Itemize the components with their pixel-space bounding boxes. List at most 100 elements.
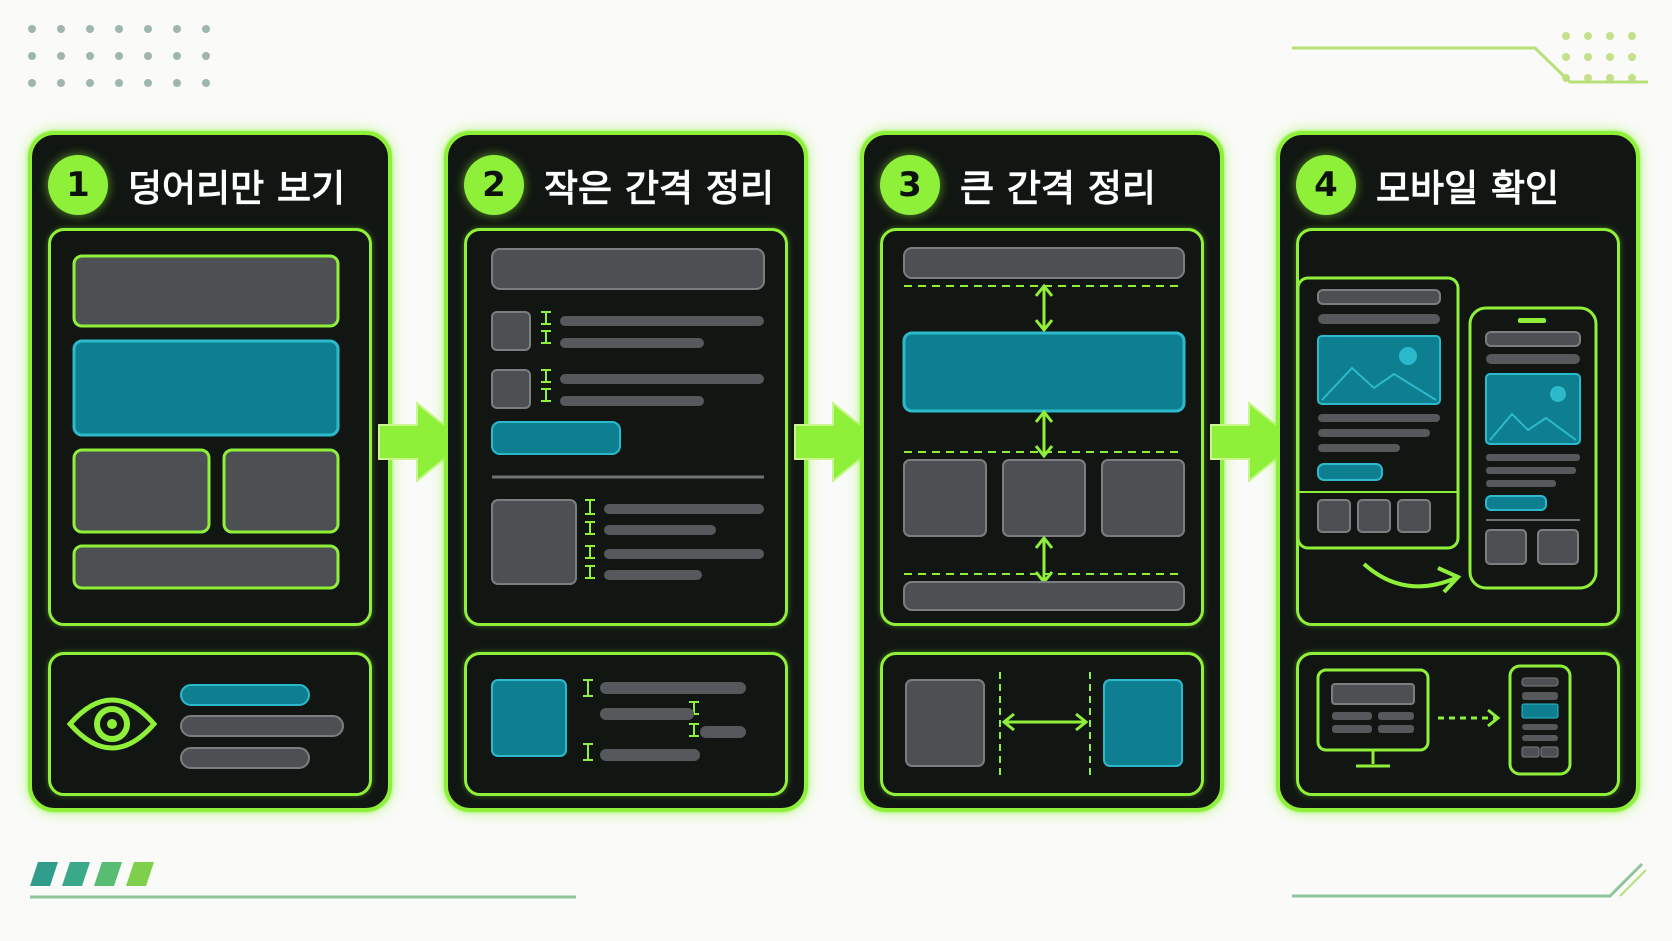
spacing-marker-icon xyxy=(585,499,595,579)
vertical-double-arrow-icon xyxy=(1034,535,1054,585)
card-block xyxy=(903,459,987,537)
tablet-layout-preview xyxy=(1296,276,1460,550)
decorative-dot xyxy=(1584,53,1592,61)
content-block-left xyxy=(72,448,211,534)
decorative-dot xyxy=(28,25,36,33)
text-line-bar xyxy=(604,504,764,514)
desktop-monitor-icon xyxy=(1316,668,1430,768)
step-card-3: 3 큰 간격 정리 xyxy=(860,131,1224,812)
text-line-bar xyxy=(600,682,746,694)
thumbnail-block xyxy=(491,311,531,351)
text-line-bar xyxy=(604,525,716,535)
image-block xyxy=(491,499,577,585)
decorative-dot xyxy=(1562,53,1570,61)
step-title: 큰 간격 정리 xyxy=(960,167,1156,210)
text-line-bar xyxy=(604,570,702,580)
step-number-badge: 4 xyxy=(1296,155,1356,215)
eye-icon xyxy=(66,697,158,751)
header-block xyxy=(903,247,1185,279)
step-title: 작은 간격 정리 xyxy=(544,167,775,210)
dashed-arrow-icon xyxy=(1438,708,1501,728)
decorative-dot xyxy=(1606,74,1614,82)
text-line-bar xyxy=(180,684,310,706)
decorative-dot xyxy=(1584,74,1592,82)
decorative-dot xyxy=(1562,32,1570,40)
card-block xyxy=(1103,679,1183,767)
text-line-bar xyxy=(700,726,746,738)
footer-block xyxy=(72,544,340,590)
decorative-dot xyxy=(144,52,152,60)
spacing-marker-icon xyxy=(583,679,699,761)
footer-block xyxy=(903,581,1185,611)
spacing-marker-icon xyxy=(541,311,551,344)
decorative-dot xyxy=(144,79,152,87)
arrow-right-icon xyxy=(1210,400,1299,484)
vertical-double-arrow-icon xyxy=(1034,283,1054,333)
text-line-bar xyxy=(604,549,764,559)
thumbnail-block xyxy=(491,369,531,409)
hero-block xyxy=(72,339,340,437)
decorative-dot xyxy=(173,52,181,60)
text-line-bar xyxy=(560,316,764,326)
card-block xyxy=(1002,459,1086,537)
text-line-bar xyxy=(180,715,344,737)
decorative-dot xyxy=(28,79,36,87)
decorative-dot xyxy=(1628,32,1636,40)
image-block xyxy=(491,679,567,757)
step-card-2: 2 작은 간격 정리 xyxy=(444,131,808,812)
text-line-bar xyxy=(600,708,694,720)
mobile-phone-icon xyxy=(1508,664,1572,776)
decorative-dot xyxy=(1628,53,1636,61)
decorative-dot xyxy=(86,79,94,87)
decorative-dot-grid xyxy=(1562,32,1636,82)
step-card-4: 4 모바일 확인 xyxy=(1276,131,1640,812)
decorative-stripes xyxy=(30,862,154,886)
arrow-right-icon xyxy=(378,400,467,484)
decorative-dot-grid xyxy=(28,25,210,87)
card-block xyxy=(1101,459,1185,537)
small-spacing-panel xyxy=(464,228,788,626)
desktop-to-mobile-panel xyxy=(1296,652,1620,796)
text-line-bar xyxy=(560,374,764,384)
horizontal-gap-panel xyxy=(880,652,1204,796)
decorative-line-bottom-left xyxy=(30,895,576,899)
step-number-badge: 3 xyxy=(880,155,940,215)
decorative-dot xyxy=(1628,74,1636,82)
button-block xyxy=(491,421,621,455)
decorative-dot xyxy=(57,79,65,87)
header-block xyxy=(72,254,340,328)
decorative-dot xyxy=(115,52,123,60)
text-line-bar xyxy=(560,338,704,348)
step-number-badge: 1 xyxy=(48,155,108,215)
decorative-dot xyxy=(144,25,152,33)
layout-blocks-panel xyxy=(48,228,372,626)
decorative-dot xyxy=(202,25,210,33)
decorative-dot xyxy=(28,52,36,60)
hero-block xyxy=(902,331,1186,413)
spacing-detail-panel xyxy=(464,652,788,796)
decorative-dot xyxy=(115,79,123,87)
decorative-dot xyxy=(1606,32,1614,40)
decorative-dot xyxy=(57,52,65,60)
decorative-dot xyxy=(1584,32,1592,40)
mobile-phone-icon xyxy=(1468,306,1598,590)
decorative-dot xyxy=(202,52,210,60)
horizontal-double-arrow-icon xyxy=(1001,712,1089,732)
large-spacing-panel xyxy=(880,228,1204,626)
decorative-line-bottom-right xyxy=(1292,862,1647,898)
spacing-marker-icon xyxy=(541,369,551,402)
decorative-line-top-right xyxy=(1292,46,1648,84)
decorative-dot xyxy=(86,25,94,33)
decorative-dot xyxy=(202,79,210,87)
decorative-dot xyxy=(1606,53,1614,61)
arrow-right-icon xyxy=(794,400,883,484)
decorative-dot xyxy=(115,25,123,33)
content-block-right xyxy=(222,448,340,534)
text-line-bar xyxy=(180,747,310,769)
eye-overview-panel xyxy=(48,652,372,796)
text-line-bar xyxy=(560,396,704,406)
decorative-dot xyxy=(86,52,94,60)
header-block xyxy=(491,248,765,290)
decorative-dot xyxy=(57,25,65,33)
curved-arrow-icon xyxy=(1362,562,1462,594)
